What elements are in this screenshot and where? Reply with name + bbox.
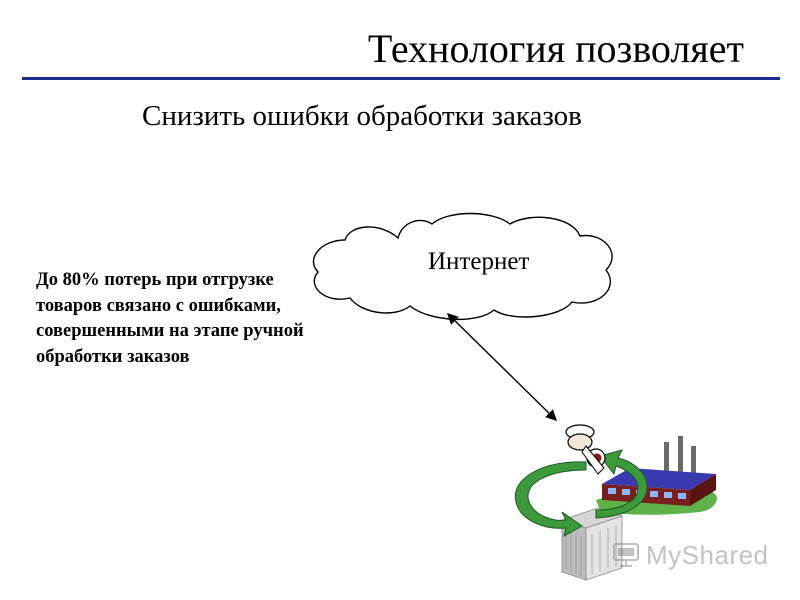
slide-title: Технология позволяет xyxy=(367,26,744,71)
watermark-text: MyShared xyxy=(646,539,769,570)
person-figure xyxy=(565,424,606,475)
title-underline xyxy=(22,77,780,80)
watermark: MyShared xyxy=(612,540,769,570)
statistic-text: До 80% потерь при отгрузке товаров связа… xyxy=(36,270,304,367)
presentation-icon xyxy=(613,543,639,567)
link-arrow xyxy=(447,313,557,421)
internet-label: Интернет xyxy=(428,248,530,275)
flow-arrows xyxy=(514,449,648,537)
slide-subtitle: Снизить ошибки обработки заказов xyxy=(142,100,582,132)
factory xyxy=(596,436,717,515)
